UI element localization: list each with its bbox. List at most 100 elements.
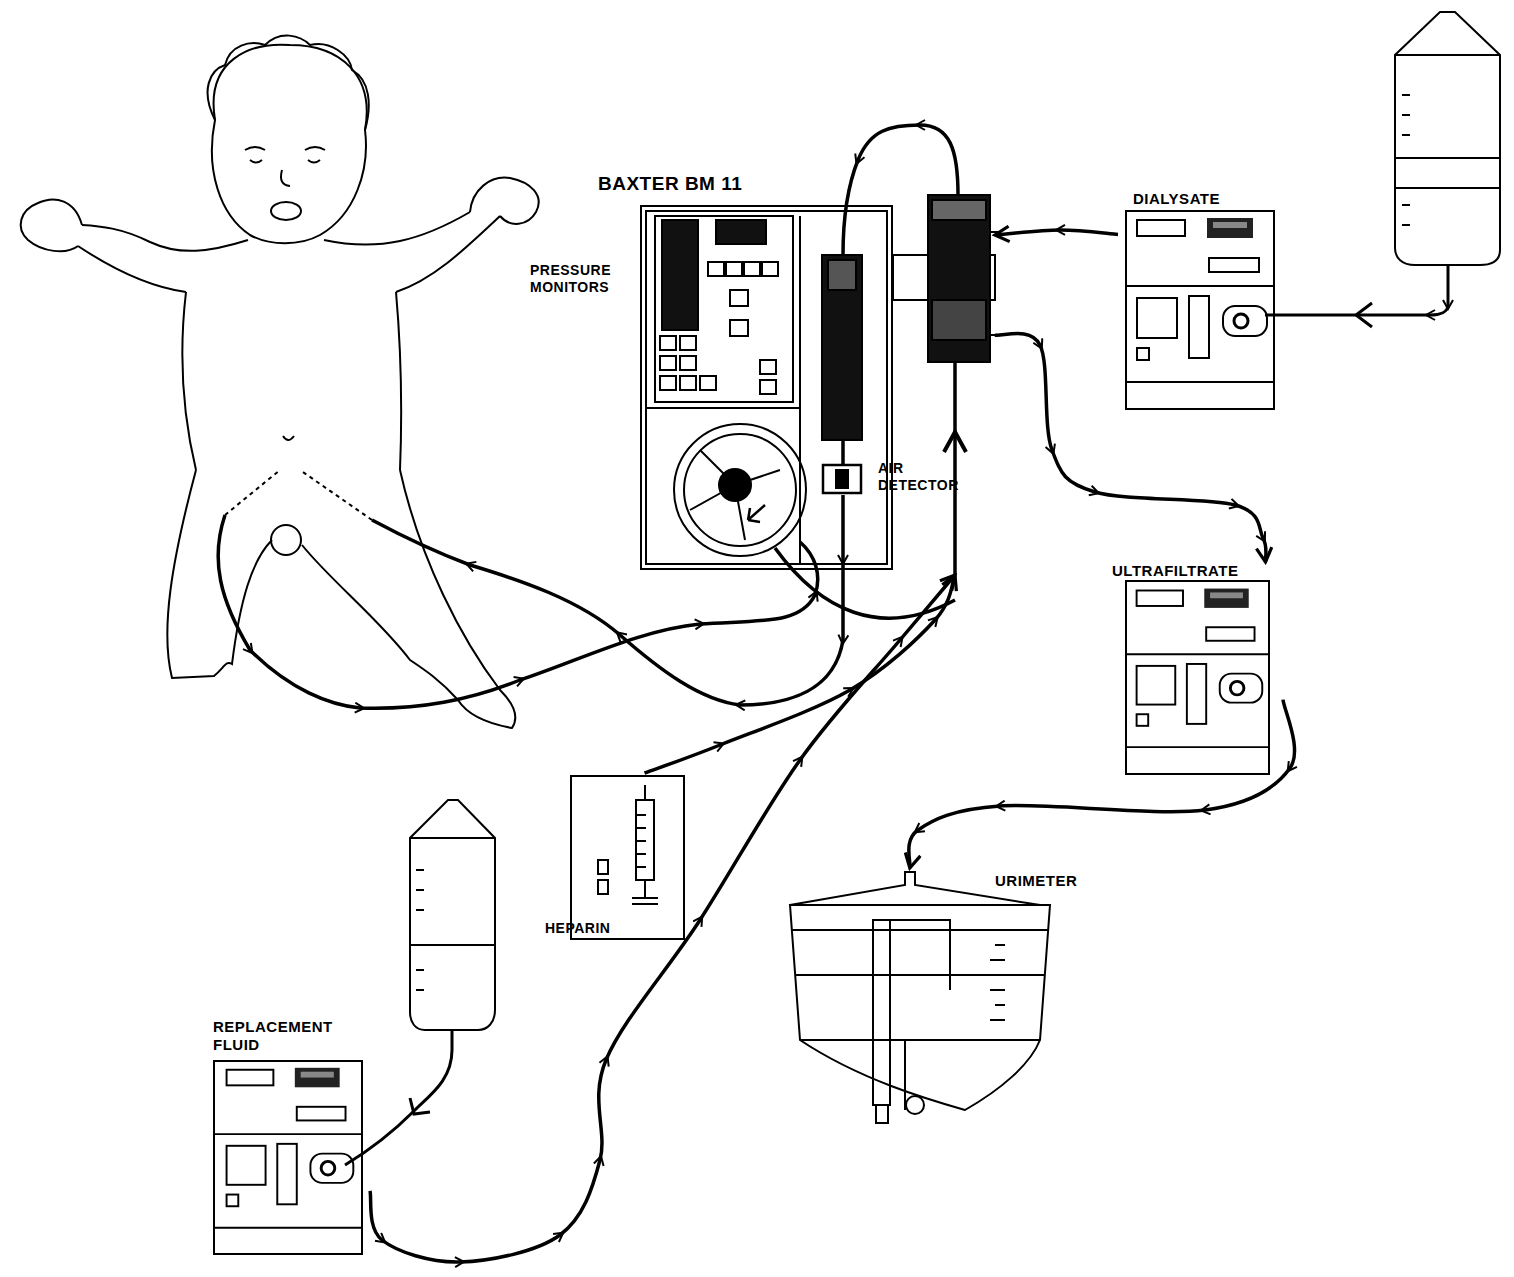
device-heading: URIMETER	[995, 872, 1105, 890]
urimeter-container-part	[890, 920, 950, 990]
right-leg	[302, 470, 515, 728]
tubing-connector	[370, 575, 955, 1262]
heparin-syringe-part	[636, 815, 646, 867]
device-frame	[1125, 580, 1270, 775]
heparin-syringe-part	[644, 785, 646, 800]
part-label: AIR DETECTOR	[878, 460, 976, 494]
equipment-node: DIALYSATE	[1118, 190, 1283, 412]
button	[744, 262, 760, 276]
mouth	[271, 202, 301, 220]
button	[660, 376, 676, 390]
roller-arms	[690, 450, 780, 540]
button	[708, 262, 724, 276]
button	[730, 290, 748, 306]
heparin-syringe-part	[632, 880, 658, 904]
urimeter-container-part	[904, 1040, 906, 1110]
heparin-syringe-part	[636, 800, 654, 880]
ultrafiltrate-pump	[1125, 589, 1270, 748]
monitor-panel	[655, 216, 793, 402]
left-fist	[21, 199, 82, 251]
urimeter-container-part	[876, 1105, 888, 1123]
heparin-syringe-part	[598, 880, 608, 894]
urimeter-container	[790, 872, 1050, 1123]
button	[660, 336, 676, 350]
divider	[646, 407, 800, 409]
air-detector-sensor	[836, 470, 848, 488]
filter-inlet-line	[953, 362, 957, 575]
equipment-node: ULTRAFILTRATE	[1108, 562, 1283, 777]
button	[730, 320, 748, 336]
button	[680, 336, 696, 350]
hemofilter	[928, 195, 990, 362]
button	[700, 376, 716, 390]
right-arm	[324, 212, 500, 292]
catheter-path	[225, 470, 372, 520]
drip-chamber-top	[828, 260, 856, 290]
head	[212, 45, 367, 244]
genital	[271, 525, 301, 555]
equipment-node: URIMETER	[785, 868, 1105, 1128]
part-label: PRESSURE MONITORS	[530, 262, 642, 296]
drip-outlet-line	[841, 440, 845, 465]
left-arm	[78, 225, 248, 292]
urimeter-container-part	[906, 1096, 924, 1114]
button	[760, 360, 776, 374]
device-heading: BAXTER BM 11	[598, 175, 878, 193]
eyes	[245, 147, 325, 163]
device-heading: REPLACEMENT FLUID	[213, 1018, 343, 1054]
hair	[208, 36, 369, 130]
blood-lines	[218, 125, 966, 708]
button	[680, 376, 696, 390]
heparin-syringe	[598, 785, 658, 904]
tubing-connector	[645, 575, 956, 773]
pump-to-filter-line	[775, 548, 955, 618]
button	[762, 262, 778, 276]
display	[716, 220, 766, 244]
divider	[799, 216, 801, 564]
replacement-bag-part	[410, 838, 495, 945]
venous-line	[372, 495, 843, 705]
torso	[182, 292, 401, 470]
urimeter-container-part	[990, 930, 1005, 1020]
equipment-node: HEPARIN	[543, 773, 688, 943]
hemofilter-band	[932, 300, 986, 340]
dialysate-bag	[1265, 12, 1500, 327]
tubing-connector	[995, 230, 1118, 235]
patient-child	[21, 36, 539, 728]
replacement-bag-part	[410, 800, 495, 1030]
dialysate-bag-part	[1402, 95, 1410, 225]
machine-detail	[646, 195, 1000, 564]
dialysate-port	[990, 231, 1000, 233]
device-heading: HEPARIN	[545, 919, 645, 937]
urimeter-container-part	[792, 930, 1048, 975]
dialysate-tube	[1265, 265, 1448, 315]
inner-border	[646, 211, 887, 564]
button	[660, 356, 676, 370]
tubing-connector	[909, 700, 1295, 868]
roller-pump	[674, 424, 806, 556]
device-frame	[213, 1060, 363, 1255]
ultrafiltrate-port	[990, 334, 1000, 336]
device-frame	[1125, 210, 1275, 410]
button	[680, 356, 696, 370]
replacement-bag-part	[416, 870, 424, 990]
flow-arrow	[1356, 303, 1372, 327]
dialysate-bag-part	[1395, 55, 1500, 188]
bar-graph	[662, 220, 698, 330]
flow-arrow	[410, 1098, 430, 1114]
equipment-node: REPLACEMENT FLUID	[210, 1018, 370, 1258]
device-frame	[640, 205, 893, 570]
dialysate-bag-part	[1395, 12, 1500, 265]
button	[726, 262, 742, 276]
right-fist	[470, 178, 539, 224]
urimeter-container-part	[873, 920, 890, 1105]
rotation-arrow	[748, 505, 765, 522]
nose	[281, 170, 290, 186]
urimeter-container-part	[800, 1039, 1040, 1041]
button	[760, 380, 776, 394]
device-frame	[570, 775, 685, 940]
urimeter-container-part	[790, 905, 1050, 1110]
